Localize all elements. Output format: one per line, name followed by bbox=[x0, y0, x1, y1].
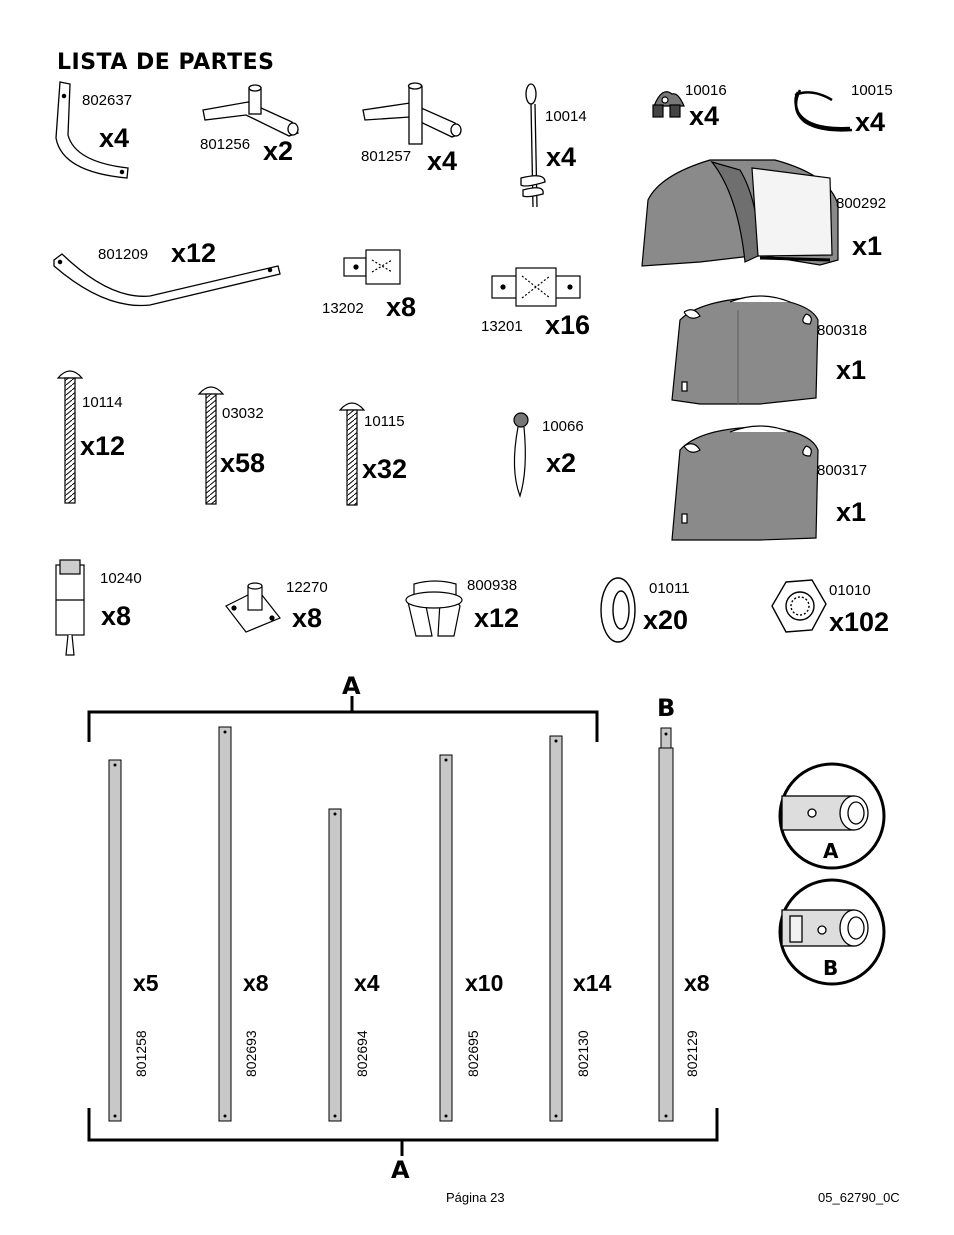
tube-qty: x8 bbox=[684, 970, 710, 996]
part-01011-drawing bbox=[600, 577, 636, 643]
detail-b-circle bbox=[778, 878, 886, 986]
part-10066-drawing bbox=[513, 412, 529, 498]
part-800292-drawing bbox=[641, 159, 839, 267]
document-code: 05_62790_0C bbox=[818, 1190, 900, 1205]
part-qty: x20 bbox=[643, 605, 689, 635]
part-code: 10014 bbox=[545, 108, 587, 125]
part-code: 13201 bbox=[481, 318, 523, 335]
part-800317-drawing bbox=[671, 425, 819, 541]
part-qty: x8 bbox=[292, 603, 323, 633]
part-code: 10016 bbox=[685, 82, 727, 99]
part-qty: x1 bbox=[852, 231, 883, 261]
part-code: 800318 bbox=[817, 322, 868, 339]
part-code: 801256 bbox=[200, 136, 251, 153]
part-10114-drawing bbox=[56, 370, 84, 504]
part-code: 12270 bbox=[286, 579, 328, 596]
part-13202-drawing bbox=[343, 249, 401, 285]
tube-code: 802129 bbox=[684, 1030, 700, 1077]
tube-holes bbox=[113, 730, 668, 1118]
tube-code: 802695 bbox=[465, 1030, 481, 1077]
part-10014-drawing bbox=[520, 83, 546, 208]
part-code: 10015 bbox=[851, 82, 893, 99]
part-801209-drawing bbox=[53, 253, 281, 307]
detail-a-label: A bbox=[823, 839, 839, 863]
part-qty: x12 bbox=[80, 431, 126, 461]
part-qty: x12 bbox=[474, 603, 520, 633]
part-qty: x8 bbox=[386, 292, 417, 322]
part-10015-drawing bbox=[794, 89, 853, 132]
part-code: 10114 bbox=[82, 394, 123, 411]
tube-code: 802130 bbox=[575, 1030, 591, 1077]
part-code: 10066 bbox=[542, 418, 584, 435]
tube-code: 802693 bbox=[243, 1030, 259, 1077]
group-a-bottom-label: A bbox=[391, 1156, 410, 1184]
part-qty: x1 bbox=[836, 355, 867, 385]
tube-qty: x5 bbox=[133, 970, 159, 996]
page-title: LISTA DE PARTES bbox=[57, 50, 275, 75]
part-800938-drawing bbox=[405, 580, 463, 637]
part-qty: x2 bbox=[263, 136, 294, 166]
tube-group-a-bracket bbox=[87, 696, 719, 1156]
part-qty: x4 bbox=[546, 142, 577, 172]
part-code: 800317 bbox=[817, 462, 868, 479]
part-13201-drawing bbox=[491, 267, 581, 307]
tube-qty: x4 bbox=[354, 970, 380, 996]
part-800318-drawing bbox=[671, 295, 819, 405]
part-03032-drawing bbox=[197, 386, 225, 505]
part-qty: x4 bbox=[689, 101, 720, 131]
part-code: 01010 bbox=[829, 582, 871, 599]
part-qty: x58 bbox=[220, 448, 266, 478]
part-code: 802637 bbox=[82, 92, 133, 109]
part-qty: x32 bbox=[362, 454, 408, 484]
part-qty: x2 bbox=[546, 448, 577, 478]
part-code: 03032 bbox=[222, 405, 264, 422]
tube-code: 801258 bbox=[133, 1030, 149, 1077]
part-code: 801209 bbox=[98, 246, 149, 263]
part-10115-drawing bbox=[338, 402, 366, 506]
part-qty: x4 bbox=[427, 146, 458, 176]
part-qty: x4 bbox=[99, 123, 130, 153]
part-qty: x1 bbox=[836, 497, 867, 527]
part-802637-drawing bbox=[55, 81, 129, 179]
part-801256-drawing bbox=[202, 84, 299, 137]
detail-b-label: B bbox=[823, 956, 839, 980]
part-qty: x102 bbox=[829, 607, 890, 637]
part-code: 10240 bbox=[100, 570, 142, 587]
part-code: 801257 bbox=[361, 148, 412, 165]
part-qty: x12 bbox=[171, 238, 217, 268]
page-number: Página 23 bbox=[446, 1190, 505, 1205]
tube-qty: x10 bbox=[465, 970, 504, 996]
group-b-top-label: B bbox=[657, 694, 676, 722]
group-a-top-label: A bbox=[342, 672, 361, 700]
part-10016-drawing bbox=[652, 91, 685, 118]
part-qty: x16 bbox=[545, 310, 591, 340]
part-01010-drawing bbox=[771, 579, 827, 633]
part-code: 01011 bbox=[649, 580, 690, 597]
part-code: 10115 bbox=[364, 413, 405, 430]
detail-a-circle bbox=[778, 762, 886, 870]
part-10240-drawing bbox=[55, 559, 85, 656]
part-code: 800292 bbox=[836, 195, 887, 212]
tube-qty: x8 bbox=[243, 970, 269, 996]
tube-qty: x14 bbox=[573, 970, 612, 996]
part-qty: x4 bbox=[855, 107, 886, 137]
part-qty: x8 bbox=[101, 601, 132, 631]
part-code: 800938 bbox=[467, 577, 518, 594]
part-801257-drawing bbox=[362, 82, 462, 145]
part-code: 13202 bbox=[322, 300, 364, 317]
tube-bars bbox=[108, 726, 674, 1122]
part-12270-drawing bbox=[225, 582, 281, 633]
tube-code: 802694 bbox=[354, 1030, 370, 1077]
